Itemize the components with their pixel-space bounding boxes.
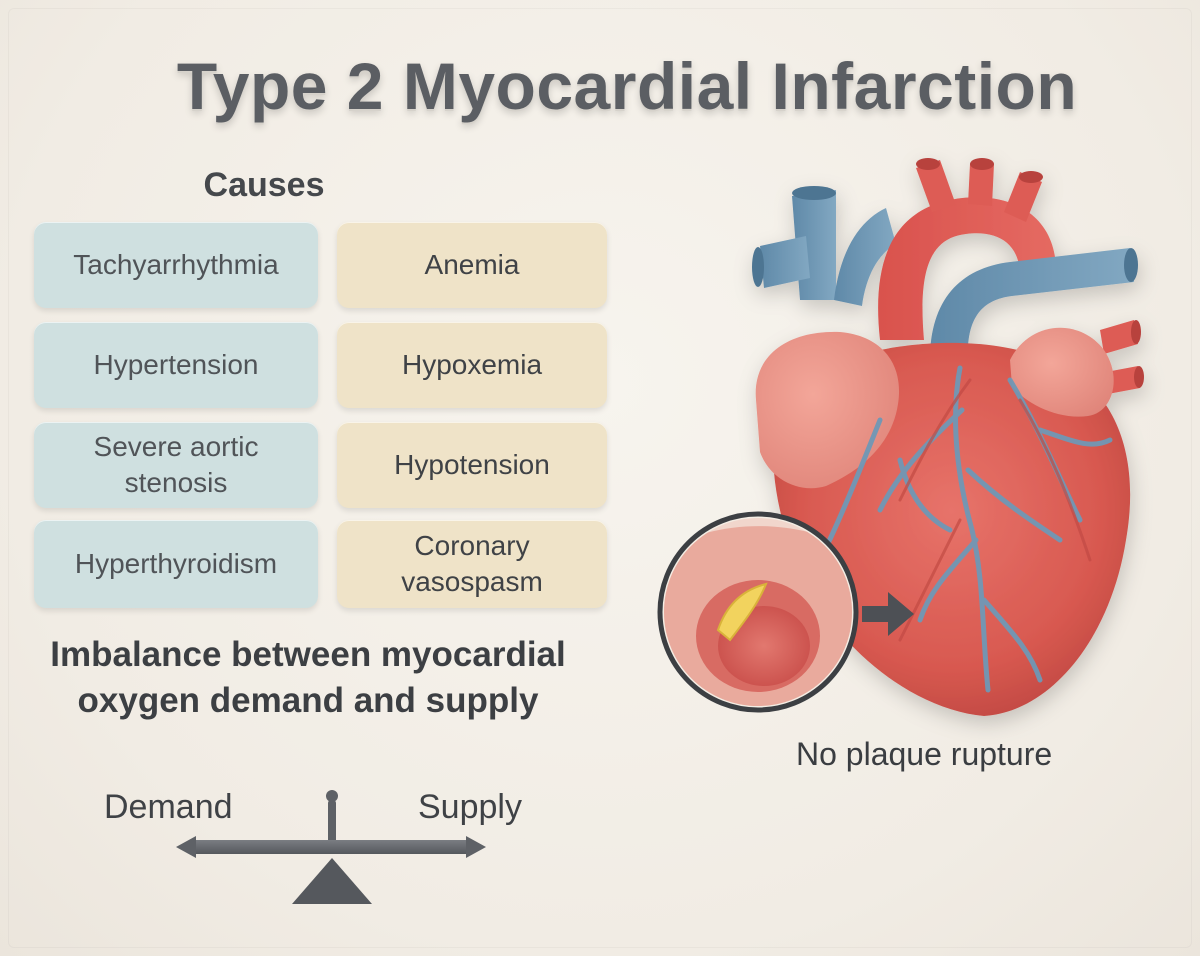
cause-label: Hypertension — [93, 349, 259, 380]
causes-heading: Causes — [203, 166, 325, 204]
coronary-vessels-icon — [817, 365, 1113, 693]
page-title: Type 2 Myocardial Infarction — [176, 49, 1078, 123]
demand-label: Demand — [104, 788, 233, 826]
artery-cross-section-icon — [657, 511, 914, 713]
no-plaque-rupture-label: No plaque rupture — [796, 736, 1053, 772]
cause-card-tachyarrhythmia: Tachyarrhythmia — [34, 222, 318, 308]
cause-card-hypotension: Hypotension — [337, 422, 607, 508]
cause-card-hypertension: Hypertension — [34, 322, 318, 408]
cause-card-severe-aortic-stenosis: Severe aortic stenosis — [34, 422, 318, 508]
imbalance-statement: Imbalance between myocardial oxygen dema… — [50, 635, 566, 720]
cause-card-hyperthyroidism: Hyperthyroidism — [34, 520, 318, 608]
cause-label: Anemia — [424, 249, 520, 280]
cause-label: Coronary vasospasm — [401, 530, 543, 597]
cause-label: Hypotension — [394, 449, 550, 480]
cause-label: Hyperthyroidism — [74, 548, 278, 579]
cause-label: Hypoxemia — [401, 349, 543, 380]
supply-label: Supply — [418, 788, 522, 826]
cause-card-coronary-vasospasm: Coronary vasospasm — [337, 520, 607, 608]
cause-label: Tachyarrhythmia — [73, 249, 279, 280]
cause-card-anemia: Anemia — [337, 222, 607, 308]
cause-label: Severe aortic stenosis — [93, 431, 259, 498]
cause-card-hypoxemia: Hypoxemia — [337, 322, 607, 408]
